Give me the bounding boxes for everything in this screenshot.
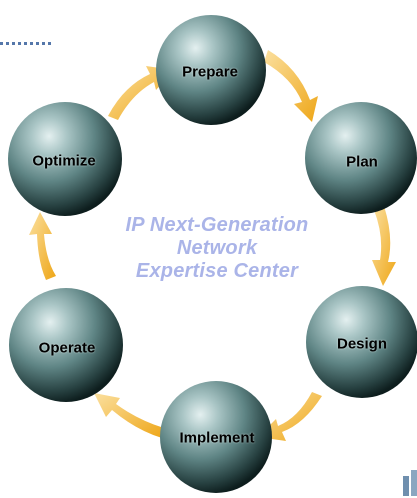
cropped-letter-fragment [403, 470, 417, 496]
sphere-prepare [156, 15, 266, 125]
arrow-implement-to-operate [94, 393, 164, 438]
stage-label-prepare: Prepare [182, 63, 238, 81]
stage-label-optimize: Optimize [32, 152, 96, 170]
stage-label-plan: Plan [346, 153, 378, 171]
center-title: IP Next-Generation Network Expertise Cen… [86, 214, 348, 283]
arrow-operate-to-optimize [29, 212, 56, 280]
center-title-line1: IP Next-Generation [125, 214, 309, 236]
center-title-line2: Network [176, 237, 258, 259]
sphere-implement [160, 381, 272, 493]
dotted-line-decoration [0, 42, 51, 45]
center-title-line3: Expertise Center [135, 260, 299, 282]
sphere-operate [9, 288, 123, 402]
sphere-plan [305, 102, 417, 214]
arrow-plan-to-design [372, 206, 396, 286]
stage-label-operate: Operate [38, 339, 96, 357]
stage-label-design: Design [336, 335, 388, 353]
sphere-optimize [8, 102, 122, 216]
stage-label-implement: Implement [179, 429, 255, 447]
sphere-design [306, 286, 417, 398]
arrow-prepare-to-plan [264, 50, 318, 122]
arrow-design-to-implement [258, 392, 322, 441]
